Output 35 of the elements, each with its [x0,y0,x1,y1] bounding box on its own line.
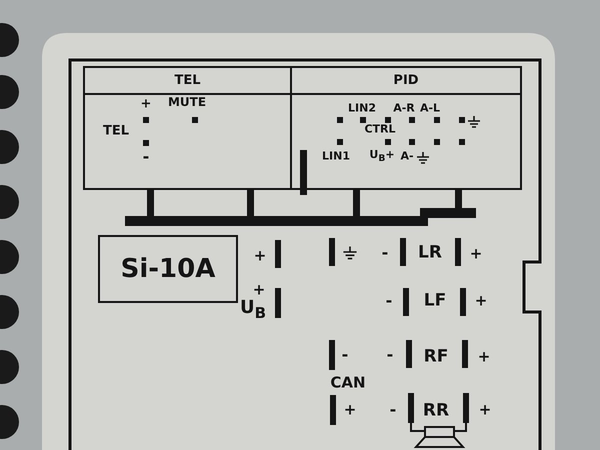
pin-label: A- [400,150,414,162]
pin-label: + [344,402,356,418]
pin-label: U$_{B}$ [240,299,266,321]
pin-label: A-L [420,102,440,114]
connector-title: TEL [174,73,201,88]
pin-label: - [142,149,150,165]
pin-label: CAN [330,376,366,390]
pin-label: + [474,294,488,308]
pin-label: + [140,98,152,110]
pin-label: - [386,293,392,309]
connector-frame [290,66,522,190]
pin-label: - [342,347,348,363]
pin-label: LIN2 [348,102,376,114]
pin-label: + [470,246,482,262]
connector-title: PID [393,73,419,88]
connector-title: Si-10A [120,254,216,284]
pin-label: TEL [102,124,130,138]
connector-frame [83,66,292,190]
pin-label: + [478,402,492,418]
pin-label: LIN1 [322,150,350,162]
pin-label: + [478,350,490,364]
pin-label: LF [424,292,446,310]
pin-label: CTRL [364,124,396,134]
pin-label: U$_{B}$+ [369,148,395,164]
pin-label: - [390,402,396,418]
pin-label: LR [418,244,442,262]
pin-label: MUTE [168,96,206,108]
fuse-box [98,235,238,303]
pin-label: + [252,282,266,298]
pin-label: RR [422,402,450,420]
pin-label: + [254,248,266,264]
pin-label: A-R [393,102,415,114]
pin-label: - [386,347,394,363]
pin-label: RF [424,348,448,366]
pin-label: - [382,245,388,261]
